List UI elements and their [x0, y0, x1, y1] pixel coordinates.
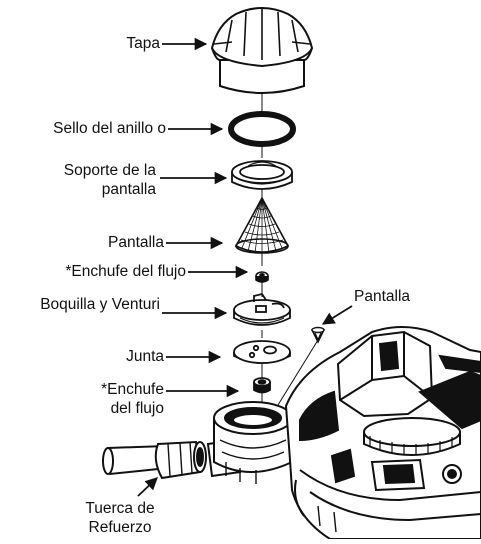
label-nut-line2: Refuerzo — [88, 519, 152, 536]
gasket-part — [233, 340, 291, 364]
label-gasket: Junta — [126, 348, 164, 365]
leader-nut — [137, 477, 158, 497]
label-flow-plug-bottom-line2: del flujo — [110, 400, 164, 417]
label-flow-plug-top: *Enchufe del flujo — [65, 263, 186, 280]
label-nut-line1: Tuerca de — [85, 500, 155, 517]
screen-support-part — [231, 160, 293, 190]
valve-body — [102, 326, 481, 540]
label-o-ring: Sello del anillo o — [53, 120, 166, 137]
flow-plug-top-part — [255, 271, 269, 283]
label-small-screen: Pantalla — [354, 288, 411, 305]
label-cap: Tapa — [126, 35, 160, 52]
label-nozzle-venturi: Boquilla y Venturi — [40, 296, 160, 313]
label-screen-support-line2: pantalla — [101, 181, 156, 198]
label-flow-plug-bottom-line1: *Enchufe — [101, 381, 164, 398]
leader-lines — [137, 37, 353, 497]
nozzle-venturi-part — [233, 292, 291, 326]
label-screen-support-line1: Soporte de la — [63, 162, 156, 179]
label-screen: Pantalla — [107, 234, 164, 251]
flow-plug-bottom-part — [253, 377, 271, 394]
o-ring-part — [228, 111, 296, 147]
cap-part — [210, 7, 314, 94]
small-screen-part — [310, 326, 326, 344]
leader-small-screen — [321, 305, 353, 325]
screen-part — [234, 196, 290, 254]
